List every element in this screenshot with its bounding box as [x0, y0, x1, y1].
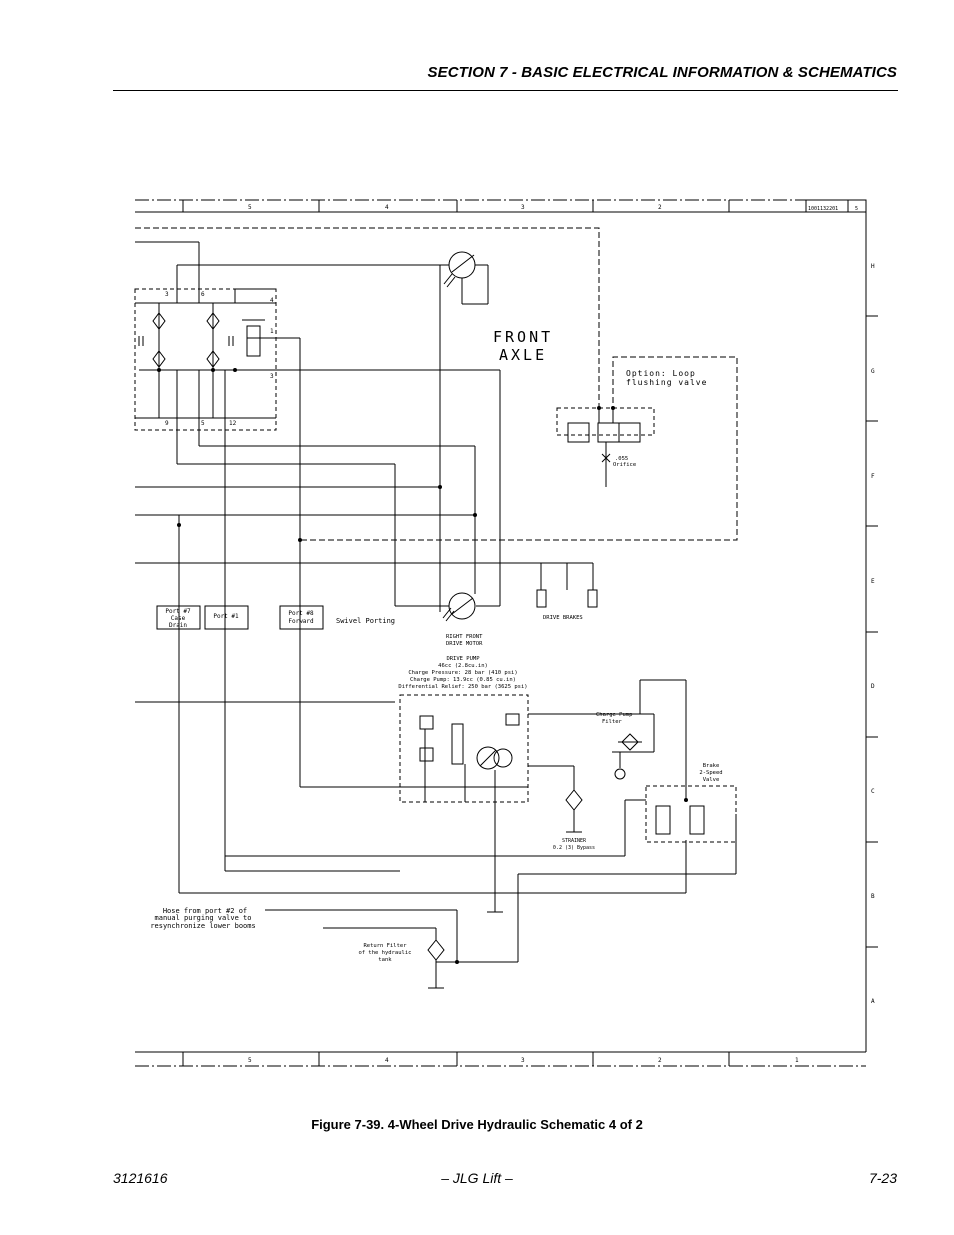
- swivel-porting-label: Swivel Porting: [336, 617, 395, 625]
- return-filter-label: of the hydraulic: [359, 950, 412, 956]
- port-number: 5: [201, 420, 205, 427]
- drive-motor-label: RIGHT FRONT: [446, 634, 483, 640]
- port-number: 12: [229, 420, 237, 427]
- strainer-label: STRAINER: [562, 838, 587, 844]
- row-label: H: [871, 263, 875, 270]
- drive-pump-label: 46cc (2.8cu.in): [438, 663, 488, 669]
- section-title: SECTION 7 - BASIC ELECTRICAL INFORMATION…: [427, 64, 897, 81]
- brake-valve-label: 2-Speed: [699, 770, 722, 776]
- footer-brand: – JLG Lift –: [441, 1170, 513, 1186]
- brake-valve-label: Brake: [703, 763, 720, 769]
- loop-flushing-label: flushing valve: [626, 378, 707, 387]
- return-filter-label: Return Filter: [363, 943, 407, 949]
- doc-number: 3121616: [113, 1170, 168, 1186]
- port-number: 6: [201, 291, 205, 298]
- col-label: 1: [795, 1057, 799, 1064]
- port-number: 9: [165, 420, 169, 427]
- col-label: 2: [658, 1057, 662, 1064]
- row-label: B: [871, 893, 875, 900]
- port-number: 3: [270, 373, 274, 380]
- row-label: E: [871, 578, 875, 585]
- loop-flushing-label: Option: Loop: [626, 369, 696, 378]
- drive-pump-label: Differential Relief: 250 bar (3625 psi): [398, 684, 527, 690]
- col-label: 5: [248, 204, 252, 211]
- hose-note: Hose from port #2 of: [163, 907, 247, 915]
- col-label: 4: [385, 1057, 389, 1064]
- charge-filter-label: Filter: [602, 719, 623, 725]
- orifice-label: Orifice: [613, 462, 636, 468]
- port-8-label: Forward: [288, 618, 314, 625]
- port-7-label: Case: [171, 615, 186, 622]
- junction-dots: [157, 368, 688, 964]
- row-label: C: [871, 788, 875, 795]
- front-axle-label: FRONT: [493, 328, 553, 346]
- drive-pump-label: Charge Pump: 13.9cc (0.85 cu.in): [410, 677, 516, 683]
- drawing-frame: [135, 199, 878, 1067]
- port-number: 1: [270, 328, 274, 335]
- strainer-label: 0.2 (3) Bypass: [553, 845, 595, 851]
- port-7-label: Port #7: [165, 608, 191, 615]
- port-number: 3: [165, 291, 169, 298]
- col-label: 3: [521, 204, 525, 211]
- col-label: 3: [521, 1057, 525, 1064]
- row-label: A: [871, 998, 875, 1005]
- port-7-label: Drain: [169, 622, 187, 629]
- port-number: 4: [270, 297, 274, 304]
- brake-valve-label: Valve: [703, 777, 720, 783]
- header-rule: [113, 90, 898, 91]
- revision: 5: [855, 206, 858, 212]
- border-labels: 5 4 3 2 5 4 3 2 1 H G F E D C B A 100113…: [248, 204, 875, 1064]
- port-8-label: Port #8: [288, 610, 314, 617]
- row-label: D: [871, 683, 875, 690]
- return-filter-label: tank: [378, 957, 392, 963]
- drive-brakes-label: DRIVE BRAKES: [543, 615, 583, 621]
- page-number: 7-23: [868, 1170, 897, 1186]
- col-label: 5: [248, 1057, 252, 1064]
- figure-caption: Figure 7-39. 4-Wheel Drive Hydraulic Sch…: [311, 1117, 643, 1132]
- col-label: 2: [658, 204, 662, 211]
- hose-note: resynchronize lower booms: [150, 922, 255, 930]
- col-label: 4: [385, 204, 389, 211]
- row-label: G: [871, 368, 875, 375]
- port-1-label: Port #1: [213, 613, 239, 620]
- front-axle-label: AXLE: [499, 346, 547, 364]
- charge-filter-label: Charge Pump: [596, 712, 632, 718]
- row-label: F: [871, 473, 875, 480]
- drive-pump-label: DRIVE PUMP: [446, 656, 480, 662]
- hose-note: manual purging valve to: [155, 914, 252, 922]
- drive-pump-label: Charge Pressure: 28 bar (410 psi): [408, 670, 517, 676]
- orifice-label: .055: [615, 456, 628, 462]
- drawing-number: 1001132201: [808, 206, 838, 212]
- drive-motor-label: DRIVE MOTOR: [446, 641, 483, 647]
